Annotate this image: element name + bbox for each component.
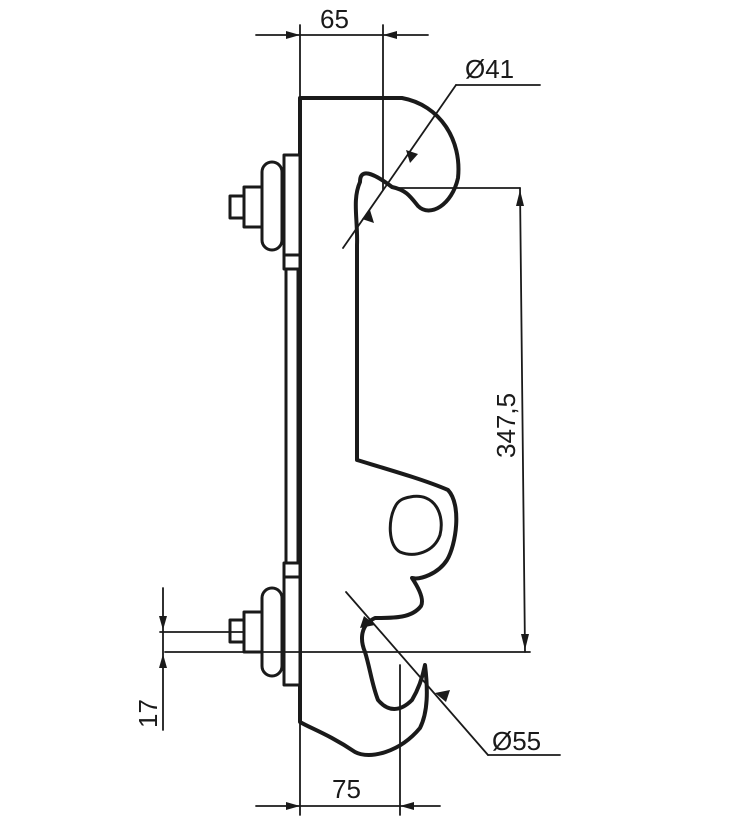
dim-label-d55: Ø55: [492, 726, 541, 756]
arrow-17-up: [159, 654, 167, 668]
dimension-diameter-55: Ø55: [345, 591, 561, 756]
dimension-bottom-width: 75: [255, 664, 441, 816]
mounting-bar-center: [284, 267, 300, 565]
lower-bolt-assembly: [228, 586, 284, 678]
upper-nut: [242, 185, 264, 229]
mounting-bar-lower: [282, 575, 302, 687]
dimension-top-width: 65: [255, 4, 429, 191]
arrow-55-b: [435, 690, 450, 702]
arrow-left-bottom: [286, 802, 300, 810]
lower-nut: [242, 610, 264, 654]
plate-slot: [388, 494, 443, 556]
upper-bolt-assembly: [228, 160, 285, 252]
hook-plate-outline: [298, 96, 461, 757]
leader-41: [342, 84, 457, 249]
lower-bolt-end: [228, 618, 246, 644]
dimension-bolt-offset: 17: [133, 587, 245, 731]
arrow-down: [521, 634, 529, 650]
dimension-hook-spacing: 347,5: [164, 187, 531, 653]
mounting-bar: [282, 153, 302, 687]
leader-55: [345, 591, 489, 756]
dim-label-347-5: 347,5: [491, 393, 521, 458]
mounting-bar-link-lower: [282, 561, 302, 579]
arrow-up: [516, 190, 524, 206]
arrow-41-a: [406, 150, 418, 163]
dimension-diameter-41: Ø41: [342, 54, 541, 249]
dim-label-75: 75: [332, 774, 361, 804]
arrow-41-b: [362, 210, 374, 223]
arrow-55-a: [360, 616, 375, 628]
arrow-17-down: [159, 616, 167, 630]
arrow-right-bottom: [400, 802, 414, 810]
dim-line-vertical: [519, 187, 526, 653]
arrow-left: [286, 31, 300, 39]
arrow-right: [383, 31, 397, 39]
mounting-bar-link-upper: [282, 253, 302, 271]
dim-label-17: 17: [133, 699, 163, 728]
upper-washer: [260, 160, 284, 252]
upper-bolt-end: [228, 194, 246, 220]
lower-washer: [260, 586, 284, 678]
dim-label-d41: Ø41: [465, 54, 514, 84]
mounting-bar-upper: [282, 153, 302, 257]
dim-label-65: 65: [320, 4, 349, 34]
hook-plate: [298, 96, 461, 757]
